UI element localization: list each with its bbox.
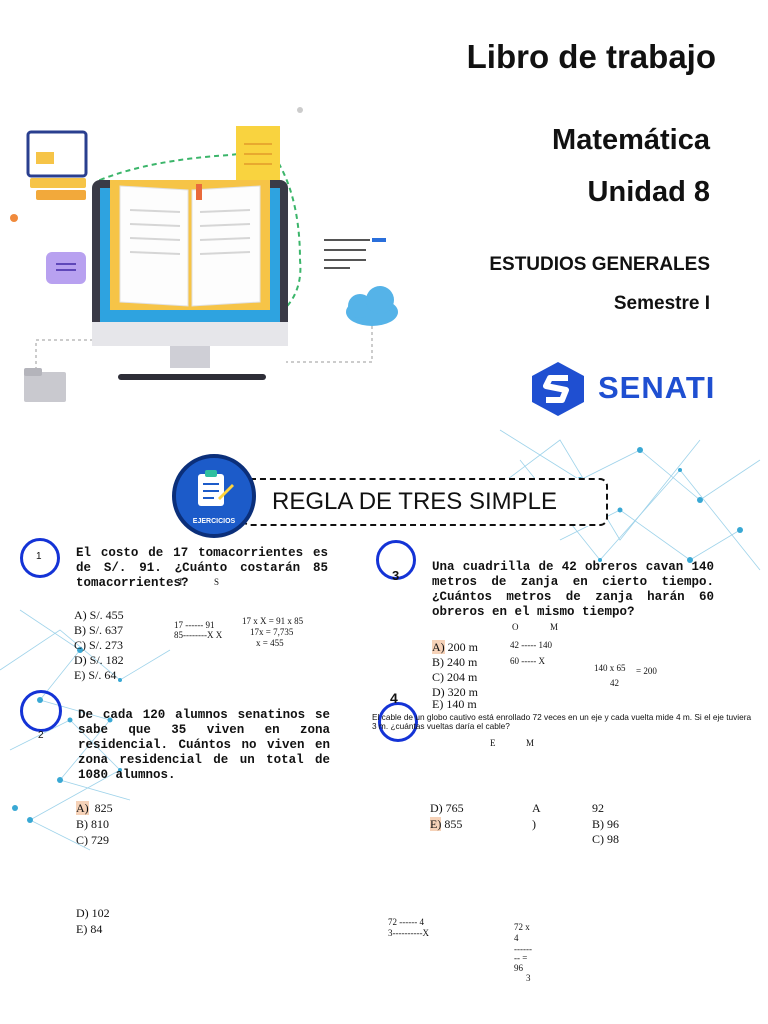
q1-calc-line1: 17 x X = 91 x 85: [242, 616, 304, 626]
q2-option-e: E) 84: [76, 922, 103, 936]
q1-col-t: T: [178, 577, 184, 587]
q3-frac-denominator: 42: [610, 678, 619, 688]
q4-number-ring: [378, 702, 418, 742]
q2-option-c: C) 729: [76, 833, 109, 847]
q3-col-m: M: [550, 622, 559, 632]
q4-option-c: C) 98: [592, 832, 619, 846]
q4-work-line2: 3----------X: [388, 928, 429, 938]
q3-option-e: E) 140 m: [432, 697, 477, 711]
q4-col-m: M: [526, 738, 535, 748]
q1-work-line2: 85--------X X: [174, 630, 223, 640]
exercises-badge: [172, 454, 256, 538]
q1-calc-line2: 17x = 7,735: [250, 627, 294, 637]
q3-text: Una cuadrilla de 42 obreros cavan 140 me…: [432, 560, 714, 619]
exercises-badge-label: EJERCICIOS: [192, 518, 236, 525]
q4-option-a-value: 92: [592, 801, 604, 815]
section-title: REGLA DE TRES SIMPLE: [272, 488, 557, 515]
q2-number-ring: [20, 690, 62, 732]
q2-option-b: B) 810: [76, 817, 109, 831]
section-banner: [242, 478, 608, 526]
q4-calc-line6: 3: [526, 973, 531, 983]
q3-option-c: C) 204 m: [432, 670, 478, 684]
semester-label: Semestre I: [613, 293, 710, 314]
q4-calc-line3: ------: [514, 944, 532, 954]
q4-option-e-letter: E): [430, 817, 442, 831]
clipboard-icon: [198, 470, 234, 506]
q1-option-b: B) S/. 637: [74, 623, 124, 637]
senati-logo: SENATI: [528, 360, 718, 418]
q3-number-ring: [376, 540, 416, 580]
program-label: ESTUDIOS GENERALES: [489, 254, 710, 275]
q1-option-c: C) S/. 273: [74, 638, 124, 652]
q1-work-line1: 17 ------ 91: [174, 620, 215, 630]
q4-option-e-value: 855: [444, 817, 463, 831]
workbook-title: Libro de trabajo: [466, 38, 716, 75]
q1-options: A) S/. 455 B) S/. 637 C) S/. 273 D) S/. …: [74, 608, 124, 683]
q1-option-d: D) S/. 182: [74, 653, 124, 667]
q2-option-d: D) 102: [76, 906, 110, 920]
q3-number: 3: [392, 568, 400, 583]
q4-calc-line2: 4: [514, 933, 519, 943]
q4-option-a-letter: A: [532, 801, 541, 815]
unit-title: Unidad 8: [587, 176, 710, 208]
q4-work-line1: 72 ------ 4: [388, 917, 424, 927]
q1-number-ring: [20, 538, 60, 578]
q4-option-d: D) 765: [430, 801, 464, 815]
q3-option-b: B) 240 m: [432, 655, 478, 669]
q1-option-e: E) S/. 64: [74, 668, 117, 682]
q3-option-d: D) 320 m: [432, 685, 478, 699]
q2-text: De cada 120 alumnos senatinos se sabe qu…: [78, 708, 330, 782]
q3-work-line2: 60 ----- X: [510, 656, 545, 666]
q1-number: 1: [36, 551, 42, 562]
q2-number: 2: [38, 730, 44, 741]
q3-frac-numerator: 140 x 65: [594, 663, 626, 673]
q4-col-e: E: [490, 738, 496, 748]
q4-number: 4: [390, 690, 398, 706]
senati-wordmark: SENATI: [598, 370, 716, 405]
q4-option-e: E) 855: [430, 817, 462, 832]
computer-book-illustration: [10, 107, 398, 402]
q3-option-a: A) 200 m: [432, 640, 478, 655]
q4-calc-line5: 96: [514, 963, 523, 973]
subject-title: Matemática: [552, 124, 710, 156]
q4-text: El cable de un globo cautivo está enroll…: [372, 712, 752, 731]
q4-option-b: B) 96: [592, 817, 619, 831]
q3-option-a-letter: A): [432, 640, 445, 654]
q2-option-a: A) 825: [76, 801, 113, 816]
q1-option-a: A) S/. 455: [74, 608, 124, 622]
q4-option-a-paren: ): [532, 817, 536, 831]
q3-work-line1: 42 ----- 140: [510, 640, 552, 650]
q3-frac-result: = 200: [636, 666, 657, 676]
senati-logo-icon: [532, 362, 584, 416]
q4-calc-line1: 72 x: [514, 922, 530, 932]
q1-calc-line3: x = 455: [256, 638, 284, 648]
q2-option-a-letter: A): [76, 801, 89, 815]
q3-col-o: O: [512, 622, 519, 632]
q1-col-s: S: [214, 577, 220, 587]
q4-calc-line4: -- =: [514, 953, 528, 963]
q3-option-a-value: 200 m: [447, 640, 479, 654]
q2-option-a-value: 825: [94, 801, 113, 815]
q1-text: El costo de 17 tomacorrientes es de S/. …: [76, 546, 328, 590]
